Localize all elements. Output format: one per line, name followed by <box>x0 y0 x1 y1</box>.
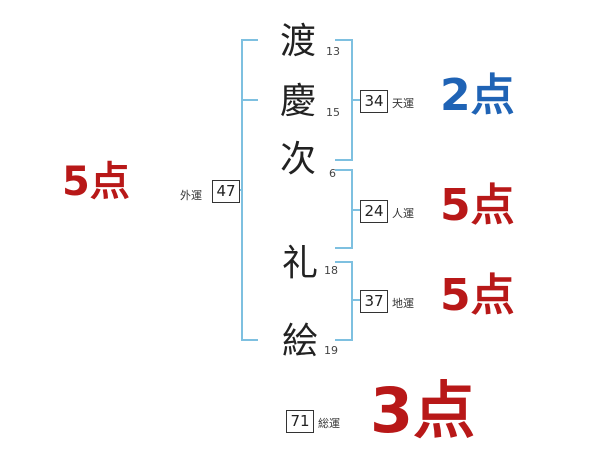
gaiun-value-box: 47 <box>212 180 240 203</box>
souun-value-box: 71 <box>286 410 314 433</box>
jinun-score: 5点 <box>440 180 515 231</box>
tenun-bracket <box>335 39 353 161</box>
name-char-5-strokes: 19 <box>324 344 338 357</box>
name-char-1: 渡 <box>280 21 317 62</box>
tenun-value-box: 34 <box>360 90 388 113</box>
name-char-4-strokes: 18 <box>324 264 338 277</box>
jinun-value-box: 24 <box>360 200 388 223</box>
name-char-4: 礼 <box>282 243 319 284</box>
outer-bracket <box>241 39 258 341</box>
chiun-label: 地運 <box>392 297 414 310</box>
tenun-label: 天運 <box>392 97 414 110</box>
name-char-2-strokes: 15 <box>326 106 340 119</box>
gaiun-label: 外運 <box>180 189 202 202</box>
name-char-3: 次 <box>280 139 317 180</box>
gaiun-score: 5点 <box>62 159 130 205</box>
jinun-label: 人運 <box>392 207 414 220</box>
jinun-bracket <box>335 169 353 249</box>
name-char-5: 絵 <box>282 321 319 362</box>
chiun-value-box: 37 <box>360 290 388 313</box>
name-char-2: 慶 <box>280 81 317 122</box>
name-char-1-strokes: 13 <box>326 45 340 58</box>
name-char-3-strokes: 6 <box>329 167 336 180</box>
souun-label: 総運 <box>318 417 340 430</box>
souun-score: 3点 <box>370 374 476 447</box>
tenun-score: 2点 <box>440 70 515 121</box>
chiun-score: 5点 <box>440 270 515 321</box>
